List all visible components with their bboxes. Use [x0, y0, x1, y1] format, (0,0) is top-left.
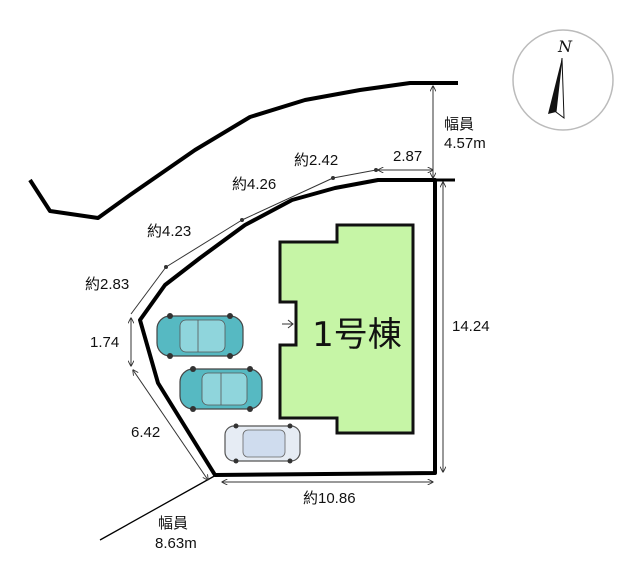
dim-line-upper-left-1 [241, 177, 334, 221]
car-white-icon [224, 423, 301, 464]
car-2 [179, 366, 263, 412]
dim-upper-left-1: 約4.26 [232, 176, 276, 193]
dim-bottom: 約10.86 [303, 490, 356, 507]
dim-upper-left-3: 約2.83 [85, 276, 129, 293]
building-label: 1号棟 [312, 315, 402, 355]
dim-lower-left: 6.42 [131, 424, 160, 441]
dim-right: 14.24 [452, 318, 490, 335]
compass-north-letter: N [557, 37, 573, 56]
road-north-label: 幅員 [444, 116, 474, 133]
dim-left-short: 1.74 [90, 334, 119, 351]
dim-line-top-mid [332, 169, 377, 179]
car-1 [156, 313, 244, 359]
road-southwest-label: 幅員 [158, 515, 188, 532]
road-north-width: 4.57m [444, 135, 486, 152]
car-3 [224, 423, 301, 464]
car-teal-icon [156, 313, 244, 359]
dim-top-right: 2.87 [393, 148, 422, 165]
dim-line-lower-left [133, 370, 208, 480]
road-southwest-width: 8.63m [155, 535, 197, 552]
building-footprint [278, 223, 415, 435]
dim-upper-left-2: 約4.23 [147, 223, 191, 240]
entrance-arrow-icon [282, 319, 294, 329]
car-teal-icon [179, 366, 263, 412]
compass: N [512, 29, 614, 131]
north-arrow-icon [548, 57, 565, 120]
dim-line-upper-left-3 [130, 266, 167, 315]
dim-line-upper-left-2 [165, 219, 243, 268]
dim-top-mid: 約2.42 [294, 152, 338, 169]
north-road-edge [28, 81, 458, 220]
southwest-road-line [99, 473, 219, 541]
